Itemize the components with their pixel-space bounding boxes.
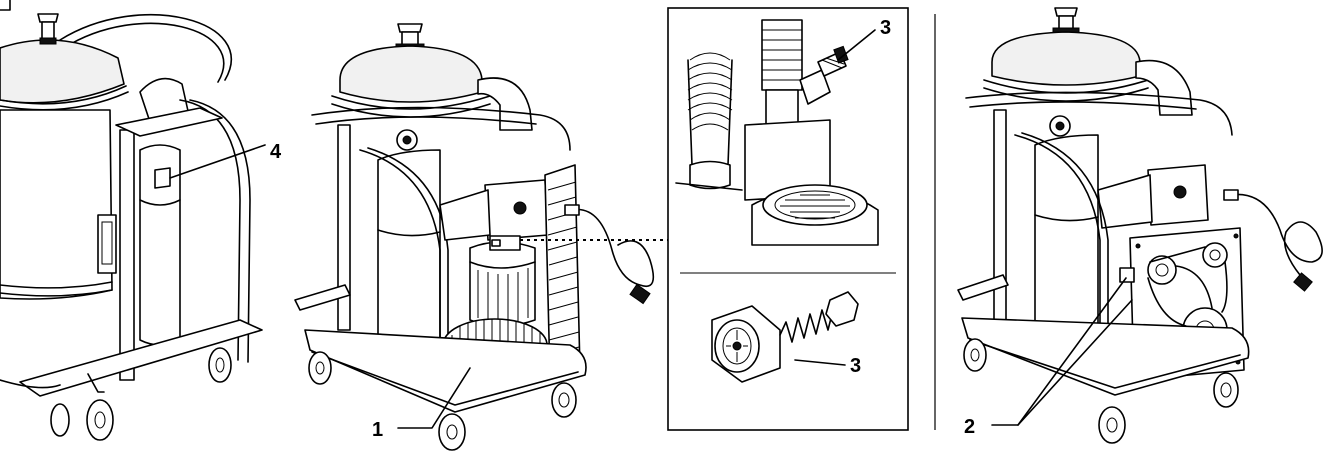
handle-bar-right [965,91,1233,136]
tank-lid-center [339,45,483,103]
leader-2b [1017,299,1133,426]
callout-1: 1 [372,419,383,441]
spring [779,305,841,343]
hose-top [59,13,233,81]
relief-valve-detail: 3 [675,17,891,246]
filter-disc [751,184,879,246]
leader-3b [794,359,846,366]
drive-belt [1147,246,1228,327]
callout-3a: 3 [880,17,891,39]
callout-3b: 3 [850,355,861,377]
tank-body [0,109,113,300]
leader-1 [397,367,471,429]
cart-base [19,319,263,397]
frame-upright [119,129,135,381]
wheel-center-right [551,382,577,418]
handle-bar [311,106,571,151]
leader-4 [169,144,266,179]
wheel-front [86,399,114,441]
wheel-back [208,347,232,383]
detail-box: 3 3 [667,7,909,431]
vacuum-panel-center: 1 [294,23,668,451]
frame-upright-center [337,124,351,331]
tank-lid-right [991,31,1141,86]
tension-bracket [1119,267,1135,283]
cart-base-center [304,329,587,413]
coiled-hose [675,52,743,191]
wheel-right-front [1098,406,1126,444]
wheel-center-left [308,351,332,385]
tank-body-right [1034,134,1099,337]
outlet-elbow-right [1135,59,1193,116]
vacuum-panel-right: 2 [957,7,1323,444]
valve-spring-detail: 3 [711,291,861,383]
wheel-right-left [963,338,987,372]
wheel-center-front [438,413,466,451]
outlet-elbow [477,77,533,131]
relief-valve-screw [799,45,849,105]
side-mesh-panel [544,164,581,379]
tank-body-center [377,149,441,357]
power-cable [571,208,655,287]
vacuum-panel-left: 4 [0,0,282,441]
cart-base-right [961,317,1250,396]
callout-2: 2 [964,416,975,438]
leader-3a [837,29,876,61]
power-plug-right [1293,272,1313,292]
callout-4: 4 [270,141,282,163]
power-cable-right [1229,193,1323,276]
hex-bolt-head [825,291,859,327]
corner-mark [0,0,11,11]
pulley-top-right [1202,242,1228,268]
lid-knob [37,13,59,23]
pulley-top-left [1147,255,1177,285]
wheel-right-right [1213,372,1239,408]
power-plug [629,283,651,305]
wheel-side [50,403,70,437]
lid-knob-right [1052,7,1080,36]
motor-1 [469,235,536,327]
